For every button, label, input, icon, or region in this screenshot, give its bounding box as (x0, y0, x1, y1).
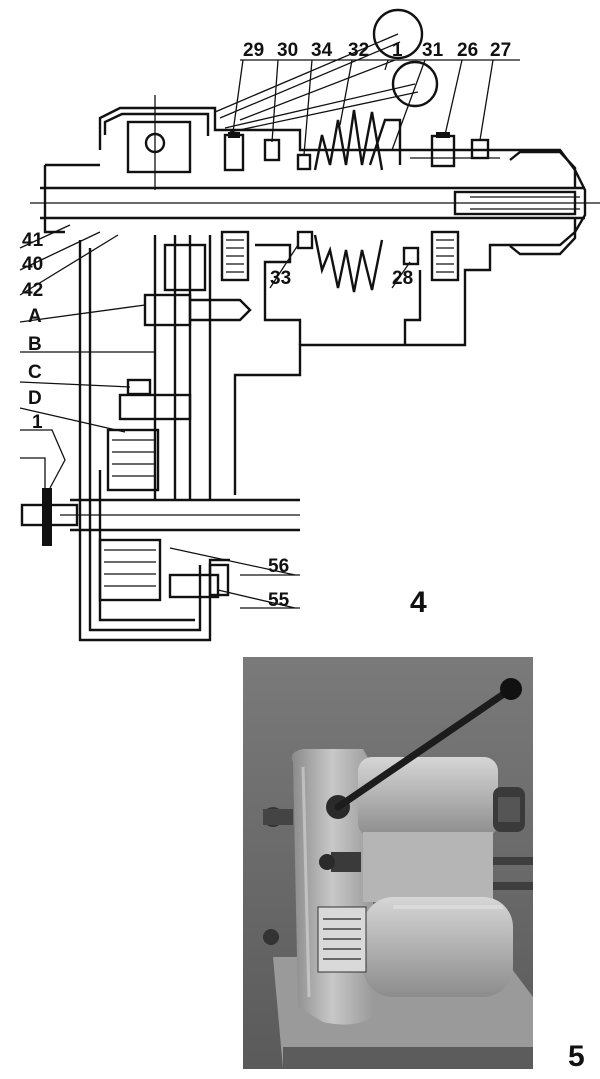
lathe-headstock-photo (243, 657, 533, 1069)
callout-D: D (28, 388, 42, 409)
callout-55: 55 (268, 590, 290, 611)
headstock-photo-illustration (243, 657, 533, 1069)
callout-32: 32 (348, 40, 369, 61)
callout-40: 40 (22, 254, 43, 275)
shift-levers (126, 8, 439, 190)
callout-34: 34 (311, 40, 333, 61)
lower-spindle-gears (220, 230, 460, 345)
vertical-shafts (106, 235, 252, 500)
callout-56: 56 (268, 556, 289, 577)
callout-labels: 29 30 34 32 1 31 26 27 41 40 42 A B C D … (22, 40, 511, 611)
callout-26: 26 (457, 40, 478, 61)
callout-A: A (28, 306, 42, 327)
callout-1-top: 1 (392, 40, 403, 61)
callout-31: 31 (422, 40, 444, 61)
callout-27: 27 (490, 40, 511, 61)
callout-41: 41 (22, 230, 44, 251)
leader-lines (19, 59, 520, 609)
figure-4-number: 4 (410, 586, 427, 619)
figure-5-number: 5 (568, 1040, 585, 1073)
callout-B: B (28, 334, 42, 355)
callout-33: 33 (270, 268, 291, 289)
callout-C: C (28, 362, 42, 383)
callout-30: 30 (277, 40, 298, 61)
callout-28: 28 (392, 268, 413, 289)
callout-29: 29 (243, 40, 264, 61)
output-shaft (20, 488, 300, 602)
callout-42: 42 (22, 280, 43, 301)
callout-1-left: 1 (32, 412, 43, 433)
main-spindle (30, 150, 600, 256)
